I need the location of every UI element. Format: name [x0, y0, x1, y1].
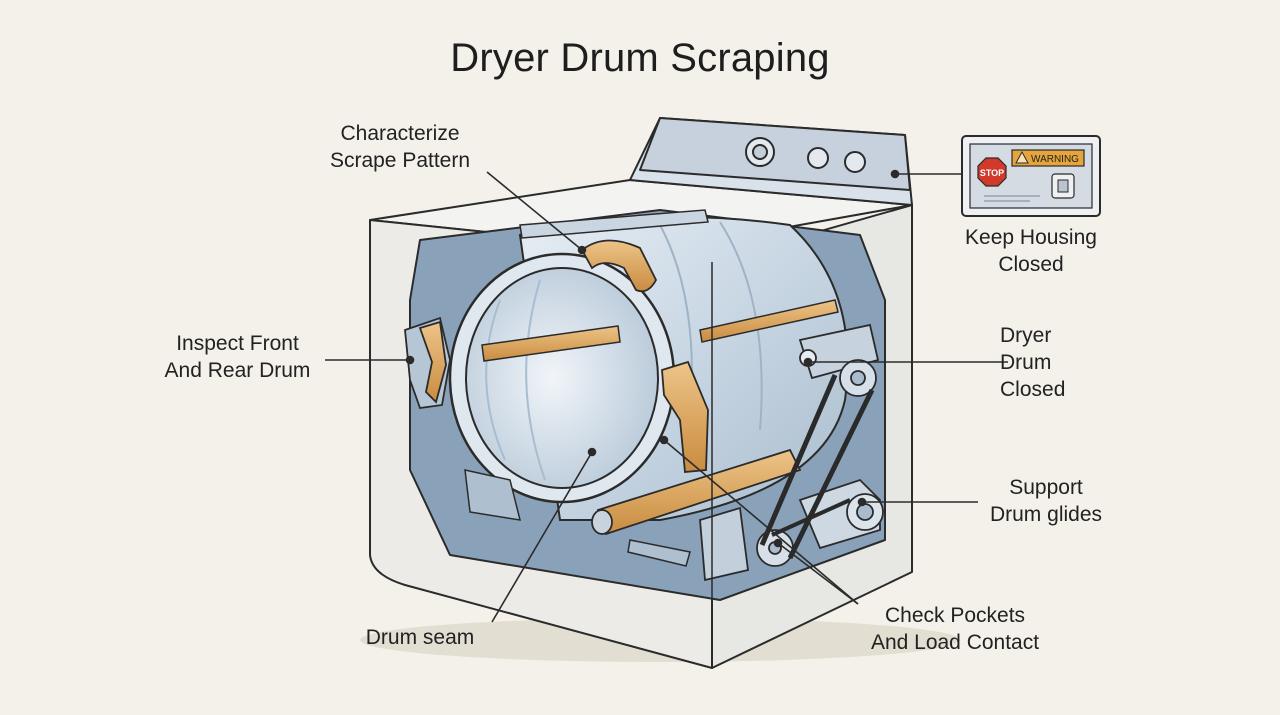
stop-sign-icon	[977, 157, 1007, 187]
warning-banner	[1011, 149, 1085, 167]
warning-panel-inset: WARNING STOP	[961, 135, 1101, 217]
control-knobs	[745, 137, 866, 173]
leader-check-b	[663, 439, 859, 605]
side-drum-glide	[661, 360, 709, 473]
label-characterize-scrape-pattern: Characterize Scrape Pattern	[329, 122, 471, 172]
label-drum-seam: Drum seam	[365, 626, 475, 649]
label-check-pockets-load-contact: Check Pockets And Load Contact	[870, 604, 1040, 654]
leader-check-a	[777, 542, 859, 605]
front-bearing-bracket	[404, 316, 451, 409]
leader-lines	[325, 169, 1008, 623]
leader-seam	[491, 451, 593, 623]
front-drum-opening	[448, 252, 676, 504]
diagram-title: Dryer Drum Scraping	[450, 36, 830, 80]
drum-baffle	[481, 325, 621, 362]
drive-belt	[759, 374, 875, 560]
leader-characterize	[486, 171, 583, 251]
label-dryer-drum-closed: Dryer Drum Closed	[1000, 324, 1066, 401]
stop-text: STOP	[980, 168, 1004, 178]
label-inspect-front-rear-drum: Inspect Front And Rear Drum	[164, 332, 311, 382]
warning-triangle-icon	[1015, 150, 1029, 164]
warning-text: WARNING	[1031, 154, 1079, 165]
label-keep-housing-closed: Keep Housing Closed	[965, 226, 1097, 276]
top-drum-glide	[580, 239, 658, 293]
label-support-drum-glides: Support Drum glides	[989, 476, 1103, 526]
